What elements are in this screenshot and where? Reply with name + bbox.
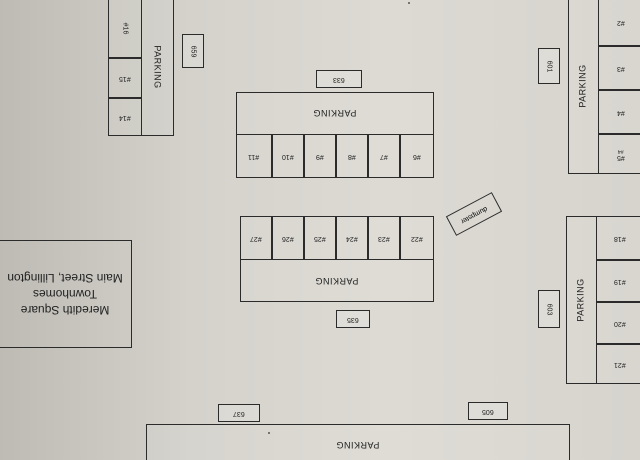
unit-27: #27 xyxy=(240,216,272,260)
address-tag-637: 637 xyxy=(218,404,260,422)
unit-9: #9 xyxy=(304,134,336,178)
address-tag-603: 603 xyxy=(538,290,560,328)
building-top-right xyxy=(568,0,640,174)
dumpster: dumpster xyxy=(445,192,503,236)
unit-6: #6 xyxy=(400,134,434,178)
unit-23: #23 xyxy=(368,216,400,260)
address-tag-601: 601 xyxy=(538,48,560,84)
building-right-bottom xyxy=(566,216,640,384)
property-address: Main Street, Lillington xyxy=(7,271,123,285)
parking-strip-bottom xyxy=(146,424,570,460)
parking-label-right-bottom: PARKING xyxy=(576,278,586,322)
parking-label-bottom: PARKING xyxy=(336,440,380,450)
unit-11: #11 xyxy=(236,134,272,178)
paper-speck xyxy=(408,2,410,4)
unit-2: #2 xyxy=(598,0,640,46)
unit-19: #19 xyxy=(596,260,640,302)
address-tag-633: 633 xyxy=(316,70,362,88)
unit-4: #4 xyxy=(598,90,640,134)
unit-26: #26 xyxy=(272,216,304,260)
unit-7: #7 xyxy=(368,134,400,178)
unit-5: #4 #5 xyxy=(598,134,640,174)
address-tag-659: 659 xyxy=(182,34,204,68)
unit-10: #10 xyxy=(272,134,304,178)
unit-24: #24 xyxy=(336,216,368,260)
unit-20: #20 xyxy=(596,302,640,344)
unit-18: #18 xyxy=(596,216,640,260)
address-tag-605: 605 xyxy=(468,402,508,420)
unit-22: #22 xyxy=(400,216,434,260)
parking-label-center-top: PARKING xyxy=(313,108,357,118)
unit-16: #16 xyxy=(108,0,142,58)
parking-label-top-left: PARKING xyxy=(153,45,163,89)
paper-speck xyxy=(268,432,270,434)
property-title-box: Meredith Square Townhomes Main Street, L… xyxy=(0,240,132,348)
unit-21: #21 xyxy=(596,344,640,384)
parking-label-center-bottom: PARKING xyxy=(315,276,359,286)
unit-8: #8 xyxy=(336,134,368,178)
address-tag-635: 635 xyxy=(336,310,370,328)
parking-label-top-right: PARKING xyxy=(578,64,588,108)
unit-15: #15 xyxy=(108,58,142,98)
unit-3: #3 xyxy=(598,46,640,90)
property-type: Townhomes xyxy=(32,287,98,301)
unit-25: #25 xyxy=(304,216,336,260)
unit-14: #14 xyxy=(108,98,142,136)
property-name: Meredith Square xyxy=(20,303,110,317)
